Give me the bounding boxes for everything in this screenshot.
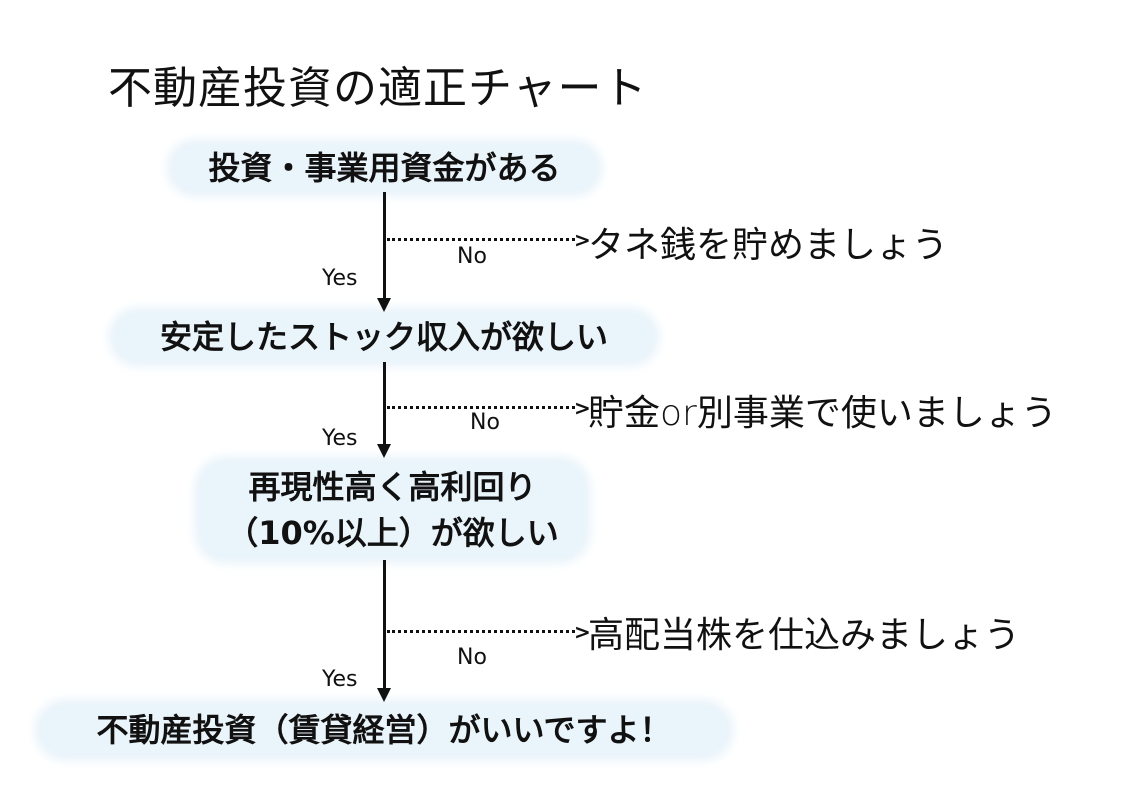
arrow-right-icon: > — [574, 396, 591, 420]
node-result-real-estate: 不動産投資（賃貸経営）がいいですよ！ — [40, 705, 728, 755]
arrow-right-icon: > — [574, 228, 591, 252]
node-text: 投資・事業用資金がある — [208, 148, 561, 187]
outcome-text: 高配当株を仕込みましょう — [588, 615, 1021, 656]
page-title: 不動産投資の適正チャート — [108, 63, 648, 114]
node-stable-income: 安定したストック収入が欲しい — [114, 313, 654, 361]
no-label: No — [470, 410, 500, 435]
no-connector-1 — [387, 238, 575, 241]
node-text: 安定したストック収入が欲しい — [159, 317, 608, 356]
node-text: 再現性高く高利回り — [248, 467, 537, 506]
arrow-right-icon: > — [574, 620, 591, 644]
arrow-down-icon — [377, 444, 391, 458]
yes-label: Yes — [322, 426, 358, 451]
arrow-down-icon — [377, 688, 391, 702]
outcome-text: タネ銭を貯めましょう — [588, 225, 949, 266]
outcome-text: 貯金or別事業で使いましょう — [588, 393, 1057, 434]
yes-connector-2 — [383, 362, 386, 448]
node-has-funds: 投資・事業用資金がある — [172, 145, 597, 191]
no-connector-3 — [387, 630, 575, 633]
yes-connector-3 — [383, 560, 386, 692]
yes-connector-1 — [383, 192, 386, 302]
no-label: No — [457, 244, 487, 269]
node-high-yield: 再現性高く高利回り （10%以上）が欲しい — [200, 462, 585, 558]
yes-label: Yes — [322, 266, 358, 291]
node-text: 不動産投資（賃貸経営）がいいですよ！ — [96, 710, 672, 749]
node-text: （10%以上）が欲しい — [226, 514, 559, 552]
no-label: No — [457, 645, 487, 670]
yes-label: Yes — [322, 667, 358, 692]
no-connector-2 — [387, 406, 575, 409]
arrow-down-icon — [377, 298, 391, 312]
